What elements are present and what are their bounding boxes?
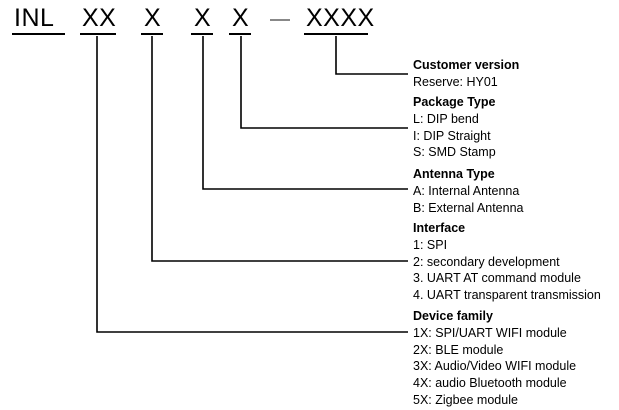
code-segment-device-family: XX	[82, 4, 117, 32]
code-segment-prefix: INL	[14, 4, 55, 32]
group-line: B: External Antenna	[413, 200, 524, 215]
group-line: 2X: BLE module	[413, 342, 504, 357]
code-segment-antenna-type: X	[194, 4, 212, 32]
code-underline-customer-version	[304, 33, 368, 35]
group-line: 1X: SPI/UART WIFI module	[413, 325, 567, 340]
connector-interface	[151, 36, 408, 262]
code-segment-package-type: X	[232, 4, 250, 32]
group-antenna-type: Antenna Type A: Internal Antenna B: Exte…	[413, 166, 524, 216]
group-title: Antenna Type	[413, 167, 495, 181]
group-line: 1: SPI	[413, 237, 448, 252]
code-underline-device-family	[80, 33, 116, 35]
group-line: I: DIP Straight	[413, 128, 491, 143]
group-device-family: Device family 1X: SPI/UART WIFI module 2…	[413, 308, 576, 409]
code-segment-interface: X	[144, 4, 162, 32]
group-line: L: DIP bend	[413, 111, 479, 126]
connector-package-type	[240, 36, 408, 129]
group-line: Reserve: HY01	[413, 74, 498, 89]
group-line: A: Internal Antenna	[413, 183, 520, 198]
code-underline-interface	[141, 33, 163, 35]
code-underline-antenna-type	[191, 33, 213, 35]
group-title: Package Type	[413, 95, 496, 109]
code-separator-dash	[270, 19, 290, 21]
group-line: 4. UART transparent transmission	[413, 288, 601, 303]
group-line: 3. UART AT command module	[413, 271, 581, 286]
connector-antenna-type	[202, 36, 408, 190]
code-segment-customer-version: XXXX	[306, 4, 375, 32]
group-line: 2: secondary development	[413, 254, 560, 269]
connector-customer-version	[335, 36, 408, 75]
group-title: Device family	[413, 309, 493, 323]
group-line: S: SMD Stamp	[413, 145, 496, 160]
code-underline-prefix	[12, 33, 65, 35]
group-line: 4X: audio Bluetooth module	[413, 376, 567, 391]
group-package-type: Package Type L: DIP bend I: DIP Straight…	[413, 94, 496, 161]
code-underline-package-type	[229, 33, 251, 35]
group-line: 5X: Zigbee module	[413, 392, 518, 407]
connector-device-family	[96, 36, 408, 333]
group-title: Interface	[413, 221, 466, 235]
group-interface: Interface 1: SPI 2: secondary developmen…	[413, 220, 601, 304]
group-line: 3X: Audio/Video WIFI module	[413, 359, 577, 374]
group-title: Customer version	[413, 58, 520, 72]
group-customer-version: Customer version Reserve: HY01	[413, 57, 519, 91]
